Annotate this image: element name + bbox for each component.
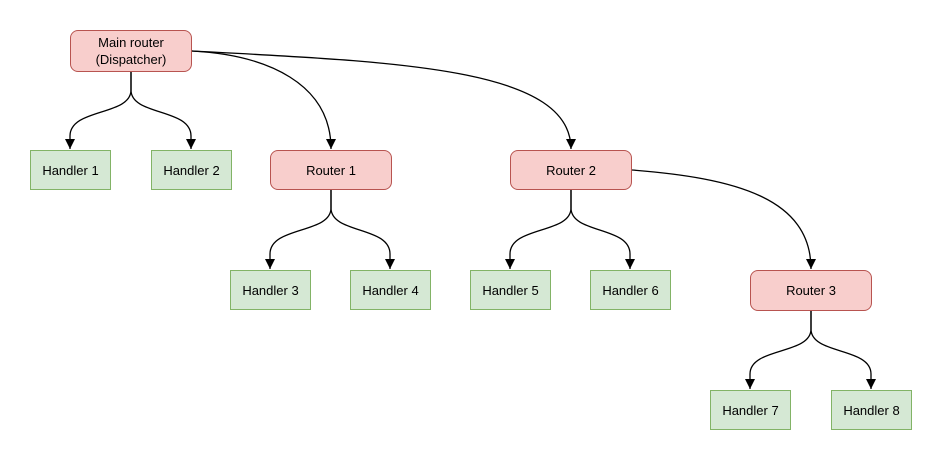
node-handler-5-label: Handler 5 bbox=[482, 282, 539, 298]
node-handler-6: Handler 6 bbox=[590, 270, 671, 310]
node-main-router-label-line2: (Dispatcher) bbox=[95, 52, 167, 67]
node-handler-3: Handler 3 bbox=[230, 270, 311, 310]
node-handler-3-label: Handler 3 bbox=[242, 282, 299, 298]
node-main-router-label-line1: Main router bbox=[98, 35, 164, 50]
node-handler-8-label: Handler 8 bbox=[843, 402, 900, 418]
edge-main-router-to-router-1 bbox=[191, 50, 336, 150]
node-handler-7-label: Handler 7 bbox=[722, 402, 779, 418]
edge-router-2-to-router-3 bbox=[631, 169, 816, 270]
node-router-2: Router 2 bbox=[510, 150, 632, 190]
edge-router-2-to-handler-6 bbox=[570, 190, 635, 269]
edge-main-router-to-router-2 bbox=[191, 50, 576, 150]
node-handler-4-label: Handler 4 bbox=[362, 282, 419, 298]
node-handler-8: Handler 8 bbox=[831, 390, 912, 430]
node-handler-7: Handler 7 bbox=[710, 390, 791, 430]
node-router-1: Router 1 bbox=[270, 150, 392, 190]
node-router-1-label: Router 1 bbox=[306, 162, 356, 178]
node-handler-2-label: Handler 2 bbox=[163, 162, 220, 178]
node-handler-6-label: Handler 6 bbox=[602, 282, 659, 298]
edge-router-1-to-handler-3 bbox=[265, 190, 332, 269]
edge-main-router-to-handler-1 bbox=[65, 72, 132, 149]
edge-main-router-to-handler-2 bbox=[130, 72, 196, 149]
node-router-3: Router 3 bbox=[750, 270, 872, 311]
node-main-router: Main router (Dispatcher) bbox=[70, 30, 192, 72]
node-handler-1-label: Handler 1 bbox=[42, 162, 99, 178]
node-router-3-label: Router 3 bbox=[786, 283, 836, 298]
edge-router-1-to-handler-4 bbox=[330, 190, 395, 269]
node-handler-4: Handler 4 bbox=[350, 270, 431, 310]
node-handler-2: Handler 2 bbox=[151, 150, 232, 190]
node-router-2-label: Router 2 bbox=[546, 162, 596, 178]
edge-router-3-to-handler-8 bbox=[810, 311, 876, 389]
node-handler-5: Handler 5 bbox=[470, 270, 551, 310]
edge-router-3-to-handler-7 bbox=[745, 311, 812, 389]
edge-router-2-to-handler-5 bbox=[505, 190, 572, 269]
node-handler-1: Handler 1 bbox=[30, 150, 111, 190]
